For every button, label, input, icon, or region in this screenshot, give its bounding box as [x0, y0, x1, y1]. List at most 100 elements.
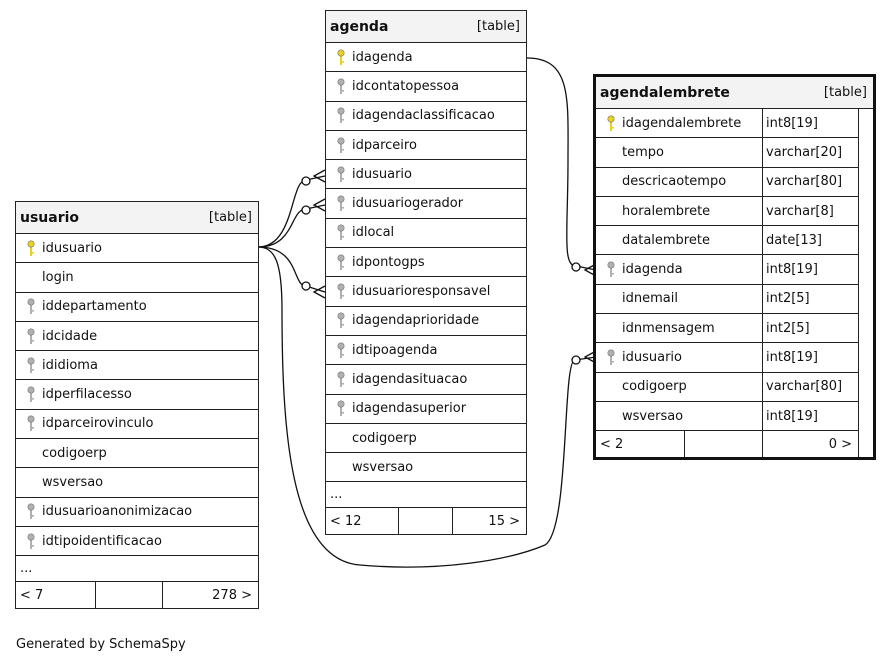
column-name: idtipoagenda [352, 342, 438, 358]
column-name: idnmensagem [622, 320, 715, 336]
column-type: date[13] [762, 226, 858, 255]
column-row[interactable]: idusuariogerador [326, 189, 526, 219]
column-cell: idagendasituacao [326, 365, 526, 393]
column-cell: idparceiro [326, 131, 526, 159]
parents-count[interactable]: < 12 [326, 508, 399, 535]
column-cell: wsversao [326, 453, 526, 481]
column-name: idagendalembrete [622, 115, 742, 131]
column-row[interactable]: codigoerp [326, 424, 526, 454]
column-cell: idpontogps [326, 248, 526, 276]
column-cell: idtipoagenda [326, 336, 526, 364]
column-type: int2[5] [762, 314, 858, 343]
column-cell: idagendalembrete [596, 109, 762, 137]
column-name: idusuario [622, 350, 682, 366]
table-tag: [table] [823, 85, 867, 100]
children-count[interactable]: 15 > [488, 513, 520, 529]
column-row[interactable]: idperfilacesso [16, 380, 258, 410]
table-footer: < 7 278 > [16, 582, 258, 609]
column-row[interactable]: idusuario [16, 234, 258, 264]
column-name: idlocal [352, 225, 395, 241]
column-row[interactable]: idtipoidentificacao [16, 527, 258, 557]
column-row[interactable]: idparceiro [326, 131, 526, 161]
column-type: int8[19] [762, 109, 858, 138]
column-row[interactable]: idagendalembrete int8[19] [596, 109, 859, 139]
crowfoot-marker [312, 169, 326, 183]
column-row[interactable]: idparceirovinculo [16, 410, 258, 440]
column-cell: codigoerp [326, 424, 526, 452]
column-name: idcidade [42, 328, 98, 344]
column-type: varchar[80] [762, 372, 858, 401]
more-columns-ellipsis: ... [326, 482, 526, 509]
column-row[interactable]: idcontatopessoa [326, 72, 526, 102]
column-name: idusuario [42, 240, 102, 256]
column-row[interactable]: idpontogps [326, 248, 526, 278]
primary-key-icon [20, 240, 42, 257]
column-row[interactable]: iddepartamento [16, 293, 258, 322]
children-count[interactable]: 0 > [828, 436, 852, 452]
column-type: int2[5] [762, 284, 858, 314]
relation-agenda-idusuario [257, 175, 326, 248]
table-tag: [table] [208, 210, 252, 225]
foreign-key-icon [20, 386, 42, 403]
column-row[interactable]: idagendaprioridade [326, 307, 526, 336]
column-row[interactable]: idagendaclassificacao [326, 102, 526, 131]
column-name: idagendaprioridade [352, 313, 480, 329]
column-cell: wsversao [596, 402, 762, 430]
column-type: int8[19] [762, 255, 858, 284]
parents-count[interactable]: < 7 [16, 582, 96, 609]
column-cell: idnemail [596, 285, 762, 313]
foreign-key-icon [330, 224, 352, 241]
foreign-key-icon [330, 371, 352, 388]
table-header: agendalembrete [table] [596, 77, 873, 109]
column-row[interactable]: login [16, 263, 258, 293]
column-row[interactable]: idnemail int2[5] [596, 284, 859, 315]
column-type: varchar[20] [762, 138, 858, 167]
column-row[interactable]: idagenda [326, 43, 526, 73]
relation-agendalembrete-idusuario [257, 246, 597, 568]
column-name: codigoerp [622, 379, 687, 395]
column-row[interactable]: ididioma [16, 351, 258, 381]
column-cell: iddepartamento [16, 293, 258, 321]
column-cell: idlocal [326, 219, 526, 247]
column-row[interactable]: idusuario [326, 160, 526, 190]
footer-spacer [96, 582, 163, 609]
column-name: idnemail [622, 291, 678, 307]
foreign-key-icon [20, 357, 42, 374]
column-row[interactable]: idcidade [16, 322, 258, 352]
column-row[interactable]: idagendasituacao [326, 365, 526, 395]
foreign-key-icon [330, 283, 352, 300]
column-row[interactable]: idnmensagem int2[5] [596, 314, 859, 344]
column-name: idcontatopessoa [352, 78, 460, 94]
column-row[interactable]: codigoerp varchar[80] [596, 372, 859, 402]
column-row[interactable]: idtipoagenda [326, 336, 526, 366]
foreign-key-icon [600, 261, 622, 278]
column-row[interactable]: codigoerp [16, 439, 258, 469]
parents-count[interactable]: < 2 [596, 431, 685, 458]
foreign-key-icon [330, 254, 352, 271]
column-row[interactable]: idusuarioanonimizacao [16, 498, 258, 527]
column-row[interactable]: idusuarioresponsavel [326, 277, 526, 307]
more-columns-ellipsis: ... [16, 556, 258, 583]
column-row[interactable]: wsversao [326, 453, 526, 483]
column-cell: idnmensagem [596, 314, 762, 342]
children-count[interactable]: 278 > [212, 587, 252, 603]
foreign-key-icon [330, 107, 352, 124]
column-name: ididioma [42, 357, 98, 373]
column-row[interactable]: wsversao [16, 468, 258, 498]
column-cell: idagendasuperior [326, 395, 526, 423]
column-row[interactable]: idlocal [326, 219, 526, 249]
foreign-key-icon [330, 78, 352, 95]
column-row[interactable]: idagendasuperior [326, 395, 526, 424]
optional-marker [301, 281, 311, 291]
